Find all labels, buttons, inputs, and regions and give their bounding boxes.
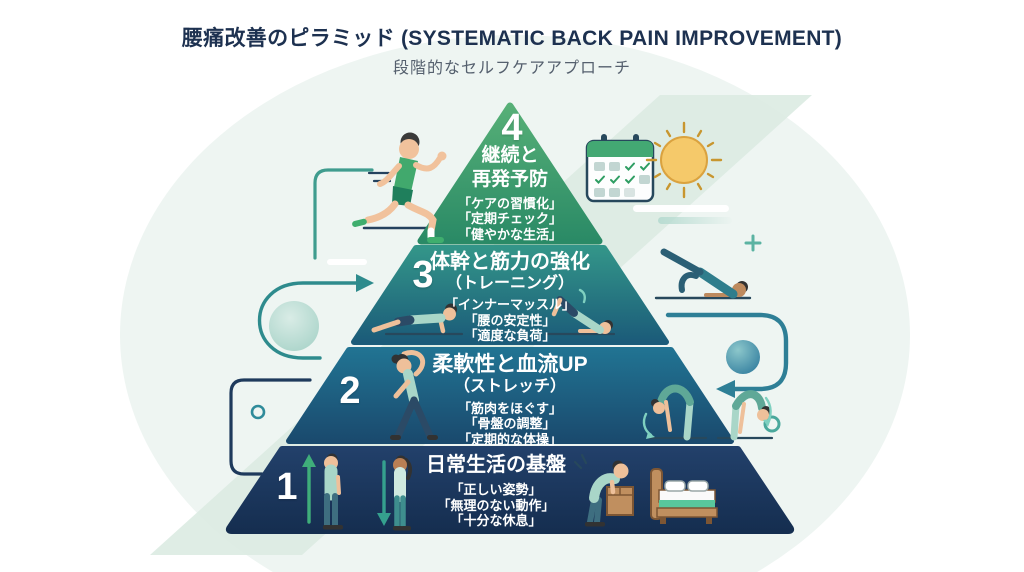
level-3-item: 「腰の安定性」: [464, 312, 556, 328]
level-4-item: 「ケアの習慣化」: [457, 195, 562, 211]
level-4-title-line-1: 継続と: [481, 145, 539, 166]
lifting-box-icon: [573, 453, 634, 527]
small-ring-left-icon: [250, 404, 266, 420]
level-3-subtitle: （トレーニング）: [445, 275, 574, 292]
level-3-item: 「インナーマッスル」: [444, 297, 575, 313]
sun-icon: [645, 121, 723, 199]
up-arrow-icon: [302, 454, 316, 524]
upright-posture-man-icon: [323, 453, 343, 530]
bracket-left-icon: [229, 378, 312, 476]
plank-exercise-icon: [371, 303, 464, 336]
page-subtitle: 段階的なセルフケアアプローチ: [392, 60, 631, 77]
glute-bridge-large-icon: [654, 248, 752, 300]
bed-icon: [650, 468, 718, 524]
level-4-text: 継続と 再発予防 「ケアの習慣化」 「定期チェック」 「健やかな生活」: [425, 144, 595, 242]
level-4-item: 「定期チェック」: [457, 211, 562, 226]
level-2-subtitle: （ストレッチ）: [453, 378, 566, 396]
down-arrow-icon: [377, 460, 391, 526]
level-2-title: 柔軟性と血流UP: [432, 353, 588, 376]
level-4-title-line-2: 再発予防: [471, 168, 548, 190]
calendar-checks-icon: [585, 134, 655, 203]
bracket-top-left-icon: [313, 168, 374, 260]
teal-ball-icon: [726, 340, 760, 374]
level-2-text: 柔軟性と血流UP （ストレッチ） 「筋肉をほぐす」 「骨盤の調整」 「定期的な体…: [390, 351, 630, 447]
page-title: 腰痛改善のピラミッド (SYSTEMATIC BACK PAIN IMPROVE…: [181, 27, 843, 50]
level-3-text: 体幹と筋力の強化 （トレーニング） 「インナーマッスル」 「腰の安定性」 「適度…: [395, 249, 625, 344]
soft-teal-circle: [269, 301, 319, 351]
level-3-number: 3: [412, 254, 434, 296]
light-streak-1: [633, 205, 729, 212]
level-2-item: 「定期的な体操」: [457, 431, 562, 447]
level-1-title: 日常生活の基盤: [426, 454, 566, 476]
runner-icon: [352, 132, 447, 243]
side-stretch-icon: [390, 350, 438, 440]
level-4-number: 4: [501, 107, 523, 149]
small-ring-right-icon: [763, 415, 781, 433]
light-streak-2: [658, 217, 732, 224]
loop-arrow-left-icon: [257, 274, 374, 360]
level-1-item: 「正しい姿勢」: [450, 482, 542, 497]
level-3-title: 体幹と筋力の強化: [430, 251, 590, 273]
level-1-text: 日常生活の基盤 「正しい姿勢」 「無理のない動作」 「十分な休息」: [386, 452, 606, 529]
level-1-item: 「十分な休息」: [450, 513, 542, 528]
level-3-item: 「適度な負荷」: [464, 328, 556, 344]
upright-posture-woman-icon: [393, 455, 413, 531]
level-2-number: 2: [339, 370, 361, 412]
forward-bend-icon: [642, 384, 708, 441]
deep-forward-bend-icon: [716, 390, 774, 441]
level-2-item: 「骨盤の調整」: [464, 416, 556, 432]
glute-bridge-icon: [544, 288, 616, 336]
level-4-item: 「健やかな生活」: [457, 226, 562, 242]
level-2-item: 「筋肉をほぐす」: [457, 400, 562, 416]
white-dash: [327, 259, 367, 265]
pyramid-level-2: [286, 347, 734, 444]
plus-mark-icon: [744, 234, 762, 252]
loop-arrow-right-icon: [665, 312, 789, 398]
level-1-number: 1: [276, 466, 298, 508]
level-1-item: 「無理のない動作」: [437, 497, 555, 513]
pyramid-level-4: [417, 102, 603, 245]
